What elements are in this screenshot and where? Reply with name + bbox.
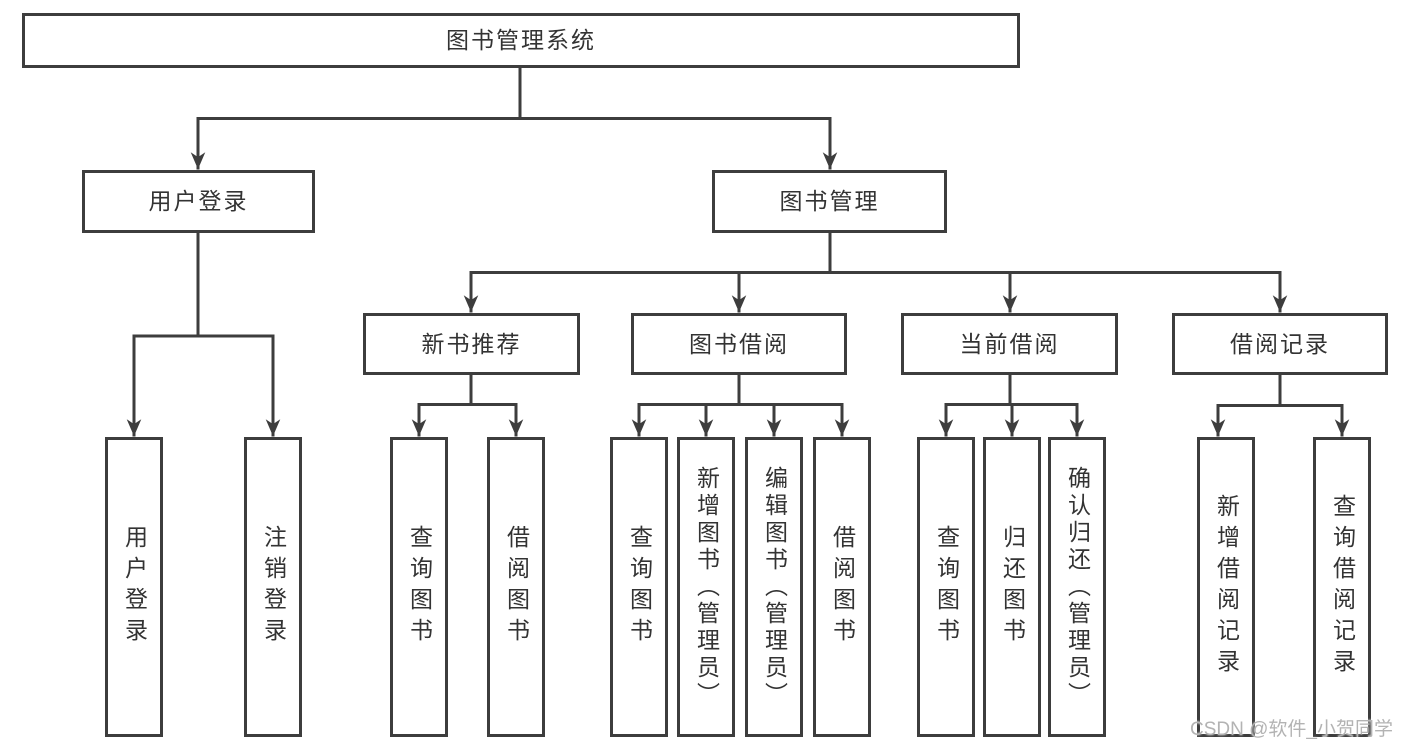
leaf-label: 确认归还（管理员） bbox=[1064, 465, 1091, 709]
node-current-borrow-label: 当前借阅 bbox=[959, 330, 1060, 357]
node-leaf-logout: 注销登录 bbox=[244, 437, 302, 737]
node-leaf-br-add-record: 新增借阅记录 bbox=[1197, 437, 1255, 737]
leaf-label: 编辑图书（管理员） bbox=[761, 465, 788, 709]
leaf-label: 归还图书 bbox=[999, 525, 1026, 649]
leaf-label: 查询借阅记录 bbox=[1329, 494, 1356, 680]
node-root: 图书管理系统 bbox=[22, 13, 1020, 68]
leaf-label: 注销登录 bbox=[260, 525, 287, 649]
leaf-label: 新增图书（管理员） bbox=[693, 465, 720, 709]
node-book-borrow: 图书借阅 bbox=[631, 313, 847, 375]
node-leaf-nb-borrow-book: 借阅图书 bbox=[487, 437, 545, 737]
csdn-watermark: CSDN @软件_小贺同学 bbox=[1190, 719, 1393, 740]
node-leaf-br-query-record: 查询借阅记录 bbox=[1313, 437, 1371, 737]
node-borrow-record-label: 借阅记录 bbox=[1230, 330, 1330, 357]
node-user-login: 用户登录 bbox=[82, 170, 315, 233]
node-root-label: 图书管理系统 bbox=[446, 27, 596, 53]
leaf-label: 借阅图书 bbox=[829, 525, 856, 649]
node-book-management-label: 图书管理 bbox=[779, 188, 880, 214]
node-leaf-cb-query-book: 查询图书 bbox=[917, 437, 975, 737]
node-current-borrow: 当前借阅 bbox=[901, 313, 1118, 375]
node-leaf-bb-query-book: 查询图书 bbox=[610, 437, 668, 737]
leaf-label: 借阅图书 bbox=[503, 525, 530, 649]
node-leaf-bb-borrow-book: 借阅图书 bbox=[813, 437, 871, 737]
node-borrow-record: 借阅记录 bbox=[1172, 313, 1388, 375]
node-leaf-nb-query-book: 查询图书 bbox=[390, 437, 448, 737]
node-user-login-label: 用户登录 bbox=[148, 188, 249, 214]
node-new-book-recommend: 新书推荐 bbox=[363, 313, 580, 375]
leaf-label: 查询图书 bbox=[933, 525, 960, 649]
node-book-management: 图书管理 bbox=[712, 170, 947, 233]
leaf-label: 用户登录 bbox=[121, 525, 148, 649]
node-leaf-user-login: 用户登录 bbox=[105, 437, 163, 737]
node-book-borrow-label: 图书借阅 bbox=[689, 330, 789, 357]
node-new-book-recommend-label: 新书推荐 bbox=[421, 330, 522, 357]
leaf-label: 新增借阅记录 bbox=[1213, 494, 1240, 680]
node-leaf-bb-edit-book-admin: 编辑图书（管理员） bbox=[745, 437, 803, 737]
node-leaf-bb-add-book-admin: 新增图书（管理员） bbox=[677, 437, 735, 737]
node-leaf-cb-return-book: 归还图书 bbox=[983, 437, 1041, 737]
leaf-label: 查询图书 bbox=[406, 525, 433, 649]
node-leaf-cb-confirm-return-admin: 确认归还（管理员） bbox=[1048, 437, 1106, 737]
leaf-label: 查询图书 bbox=[626, 525, 653, 649]
